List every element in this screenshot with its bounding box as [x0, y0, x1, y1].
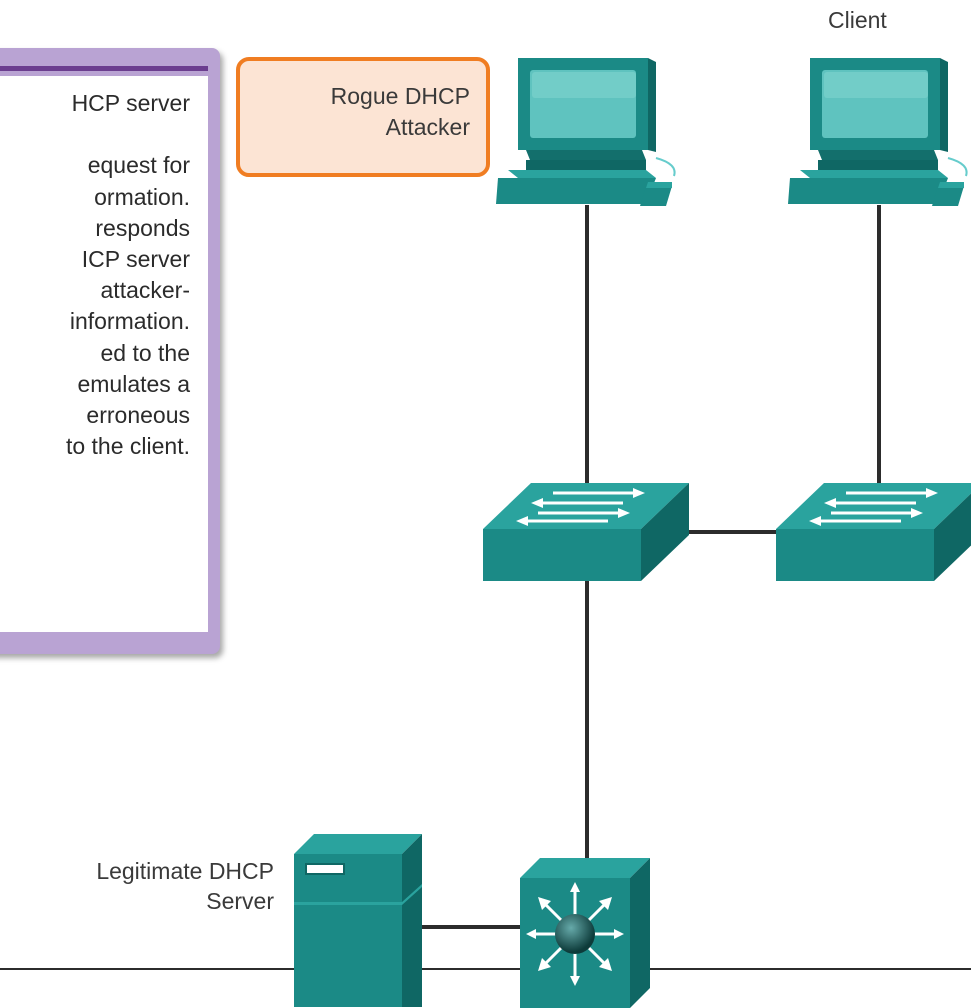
switch-icon: [483, 483, 691, 583]
switch-icon: [776, 483, 971, 583]
info-panel-header-bar: [0, 66, 208, 71]
switch-to-switch-link: [686, 530, 778, 534]
client-pc-icon: [788, 58, 971, 210]
info-line: ed to the: [100, 339, 190, 366]
client-label: Client: [828, 7, 887, 33]
attacker-pc-icon: [496, 58, 681, 210]
info-line: [0, 119, 190, 150]
rogue-attacker-label: Rogue DHCP Attacker: [330, 83, 470, 140]
switch-to-core-link: [585, 580, 589, 860]
info-line: ICP server: [81, 245, 190, 272]
info-line: equest for: [87, 152, 190, 179]
bottom-divider: [0, 968, 971, 970]
dhcp-server-icon: [294, 834, 426, 1007]
info-line: HCP server: [71, 90, 190, 116]
info-line: erroneous: [86, 401, 190, 428]
info-panel-body: HCP server equest for ormation. responds…: [0, 76, 208, 632]
rogue-attacker-callout: Rogue DHCP Attacker: [236, 57, 490, 177]
info-line: ormation.: [94, 183, 190, 210]
info-line: emulates a: [77, 370, 190, 397]
info-line: responds: [95, 214, 190, 241]
server-to-core-link: [405, 925, 525, 929]
client-to-switch-link: [877, 205, 881, 485]
info-panel-text: HCP server equest for ormation. responds…: [0, 88, 190, 462]
info-line: attacker-: [100, 277, 190, 304]
attacker-to-switch-link: [585, 205, 589, 485]
multilayer-switch-icon: [520, 858, 652, 1008]
info-panel: HCP server equest for ormation. responds…: [0, 48, 220, 654]
legit-dhcp-server-label: Legitimate DHCP Server: [96, 858, 274, 914]
info-line: information.: [69, 308, 190, 335]
info-line: to the client.: [65, 433, 190, 460]
